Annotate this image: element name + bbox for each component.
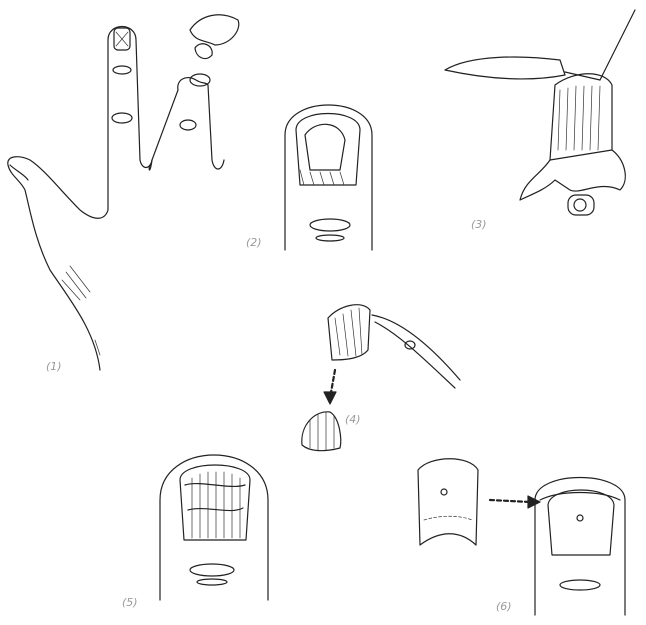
finger-defect-figure xyxy=(284,104,373,251)
hand-figure xyxy=(7,14,240,371)
step-5-label: (5) xyxy=(122,596,138,609)
step-2-label: (2) xyxy=(246,236,262,249)
sutured-graft-figure xyxy=(159,454,269,601)
nail-harvest-figure xyxy=(444,9,636,216)
step-3-label: (3) xyxy=(471,218,487,231)
graft-trimming-figure xyxy=(301,304,461,452)
step-6-label: (6) xyxy=(496,600,512,613)
nail-plate-splint-figure xyxy=(417,458,626,616)
step-4-label: (4) xyxy=(345,413,361,426)
step-1-label: (1) xyxy=(46,360,62,373)
